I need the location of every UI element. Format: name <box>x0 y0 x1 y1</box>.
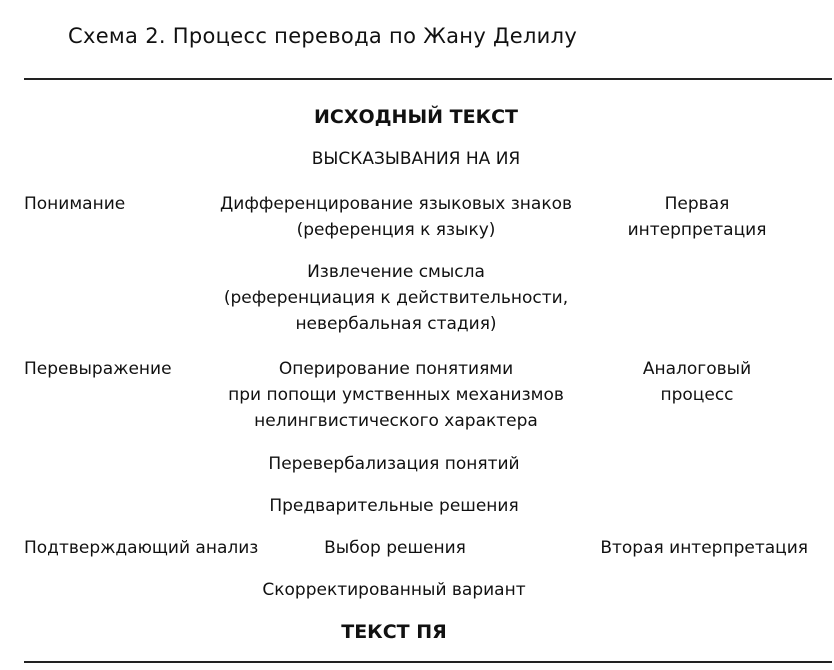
analog-process-block: Аналоговый процесс <box>643 356 751 408</box>
target-text-heading: ТЕКСТ ПЯ <box>341 621 447 643</box>
operating-line-1: Оперирование понятиями <box>278 359 514 379</box>
operating-line-2: при попощи умственных механизмов <box>228 385 564 405</box>
corrected-variant-label: Скорректированный вариант <box>262 580 526 600</box>
first-interpretation-block: Первая интерпретация <box>628 191 767 243</box>
reverbalization-label: Перевербализация понятий <box>268 454 520 474</box>
operating-line-3: нелингвистического характера <box>254 411 538 431</box>
bottom-divider <box>24 661 832 663</box>
analog-process-line-2: процесс <box>660 385 734 405</box>
differentiation-block: Дифференцирование языковых знаков (рефер… <box>220 191 572 243</box>
top-divider <box>24 78 832 80</box>
analog-process-line-1: Аналоговый <box>642 359 752 379</box>
differentiation-line-2: (референция к языку) <box>296 220 496 240</box>
operating-block: Оперирование понятиями при попощи умстве… <box>228 356 564 434</box>
extraction-line-3: невербальная стадия) <box>295 314 497 334</box>
utterances-label: ВЫСКАЗЫВАНИЯ НА ИЯ <box>311 149 521 169</box>
first-interpretation-line-2: интерпретация <box>627 220 767 240</box>
source-text-heading: ИСХОДНЫЙ ТЕКСТ <box>313 106 519 128</box>
understanding-label: Понимание <box>24 194 126 214</box>
second-interpretation-label: Вторая интерпретация <box>600 538 808 558</box>
choice-label: Выбор решения <box>324 538 466 558</box>
extraction-line-1: Извлечение смысла <box>307 262 485 282</box>
preliminary-decisions-label: Предварительные решения <box>269 496 519 516</box>
confirming-analysis-label: Подтверждающий анализ <box>24 538 259 558</box>
first-interpretation-line-1: Первая <box>664 194 730 214</box>
reexpression-label: Перевыражение <box>24 359 172 379</box>
differentiation-line-1: Дифференцирование языковых знаков <box>219 194 573 214</box>
figure-caption: Схема 2. Процесс перевода по Жану Делилу <box>68 24 578 48</box>
extraction-line-2: (референциация к действительности, <box>223 288 569 308</box>
extraction-block: Извлечение смысла (референциация к дейст… <box>224 259 568 337</box>
